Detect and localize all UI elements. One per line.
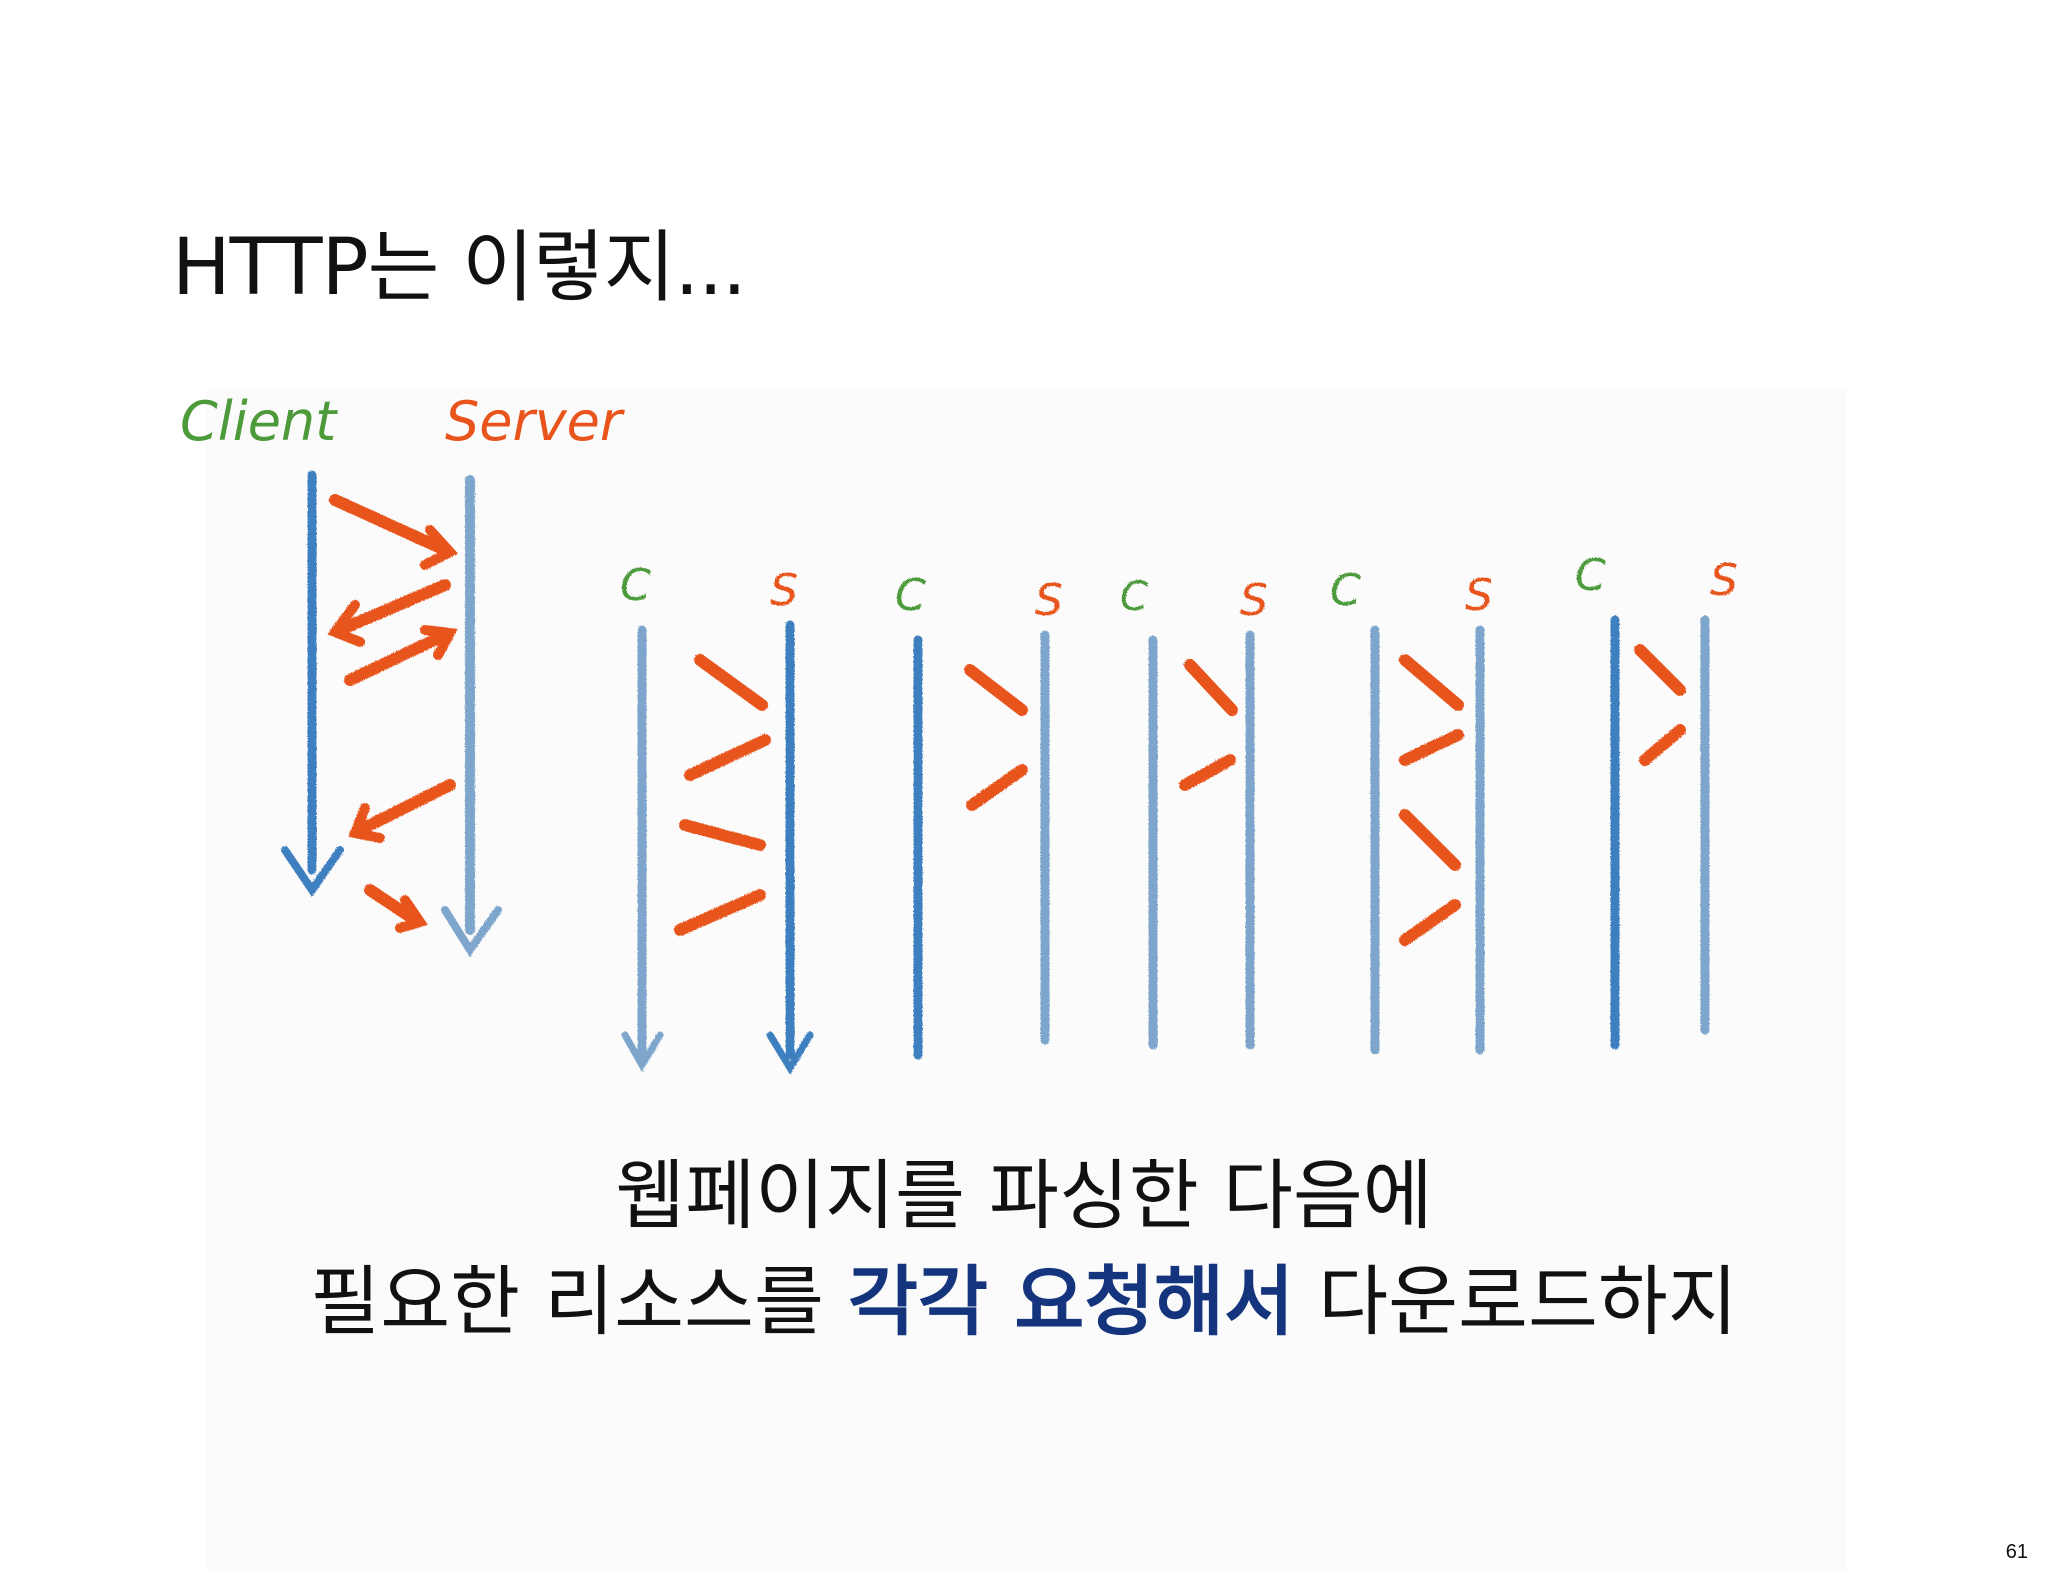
request-arrow [1184,659,1238,716]
request-arrow-head [420,625,458,660]
response-arrow-head [327,600,365,647]
response-arrow [684,734,771,781]
connection-group-4: C S [1120,574,1268,1050]
request-arrow [329,494,451,556]
request-arrow [1399,809,1461,871]
connection-group-1 [281,470,502,958]
client-label-short: C [620,560,651,611]
response-arrow-head [348,803,385,843]
connection-group-2: C S [620,560,814,1075]
client-label: Client [180,390,338,453]
response-arrow [1399,729,1464,766]
server-label-short: S [1465,570,1493,621]
request-arrow [679,819,766,851]
client-label-short: C [895,570,926,621]
caption-line-2-after: 다운로드하지 [1294,1257,1738,1346]
server-label: Server [445,390,625,453]
caption-line-1: 웹페이지를 파싱한 다음에 [615,1151,1433,1240]
client-label-short: C [1120,574,1148,620]
server-label-short: S [770,565,798,616]
caption-line-2: 필요한 리소스를 각각 요청해서 다운로드하지 [0,1240,2048,1350]
request-arrow [1634,644,1686,696]
response-arrow [966,764,1028,811]
client-label-short: C [1575,550,1606,601]
response-arrow [354,779,456,836]
response-arrow [1179,754,1236,791]
request-arrow [364,884,421,926]
server-timeline-head [766,1031,814,1075]
request-arrow [344,629,451,686]
client-timeline-1-head [281,846,344,898]
request-arrow-head [420,525,459,570]
server-timeline-1-head [441,906,502,958]
slide-title: HTTP는 이렇지... [172,223,747,313]
request-arrow [964,664,1028,716]
connection-group-5: C S [1330,565,1493,1055]
request-arrow [1399,654,1464,711]
server-label-short: S [1035,575,1063,626]
http-connections-sketch: Client Server C [160,330,1860,1590]
client-label-short: C [1330,565,1361,616]
request-arrow [694,654,768,711]
response-arrow [674,889,766,936]
request-arrow-head [395,895,428,933]
sketch-svg: Client Server C [180,390,1738,1075]
sketch-background [206,390,1846,1570]
server-label-short: S [1240,575,1268,626]
client-timeline-head [621,1031,664,1072]
caption-highlight: 각각 요청해서 [848,1257,1295,1346]
response-arrow [334,579,451,636]
caption-line-2-before: 필요한 리소스를 [310,1257,849,1346]
page-number: 61 [2005,1541,2028,1563]
response-arrow [1639,724,1686,766]
connection-group-6: C S [1575,550,1738,1050]
connection-group-3: C S [895,570,1063,1060]
server-label-short: S [1710,555,1738,606]
response-arrow [1399,899,1461,946]
